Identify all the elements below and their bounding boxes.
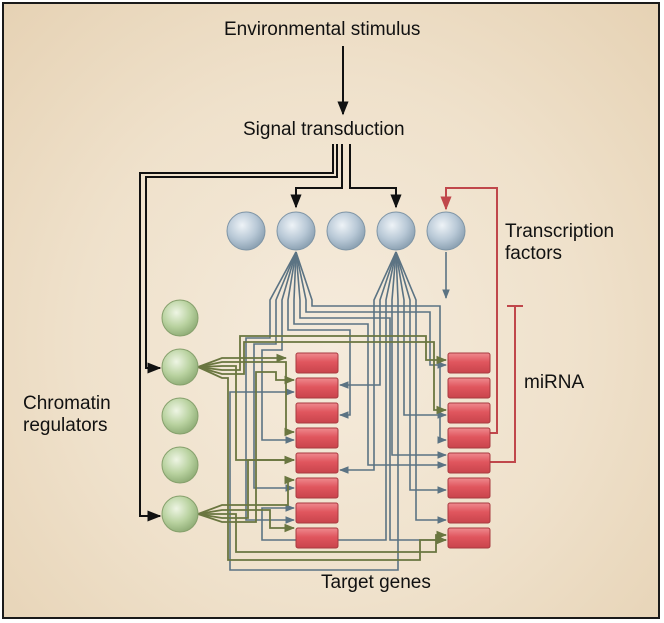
signal-transduction-label: Signal transduction: [243, 119, 405, 140]
chromatin-node-4: [161, 446, 199, 484]
target-gene-boxes: [295, 352, 339, 549]
mirna-feedback: [440, 187, 523, 463]
chromatin-edge: [197, 455, 296, 519]
target-genes-label: Target genes: [321, 572, 431, 593]
chromatin-edge: [197, 475, 296, 515]
target-gene-box: [295, 502, 339, 524]
tf-edge: [245, 251, 297, 524]
tf-edge: [395, 251, 447, 524]
chromatin-edge: [197, 366, 448, 561]
transcription-factors-label-line1: Transcription: [505, 221, 615, 242]
transcription-factor-nodes: [226, 211, 466, 251]
mirna-boxes: [447, 352, 491, 549]
target-gene-box: [295, 352, 339, 374]
chromatin-edge: [197, 509, 296, 533]
tf-edge: [293, 251, 447, 469]
mirna-gene-box: [447, 452, 491, 474]
tf-edge: [295, 251, 447, 444]
target-gene-box: [295, 527, 339, 549]
tf-edge: [229, 251, 399, 571]
signal-arrows: [139, 46, 402, 522]
mirna-gene-box: [447, 352, 491, 374]
target-gene-box: [295, 477, 339, 499]
mirna-label: miRNA: [524, 372, 585, 393]
chromatin-edge: [197, 341, 448, 415]
tf-node-4: [376, 211, 416, 251]
target-gene-box: [295, 377, 339, 399]
target-gene-box: [295, 402, 339, 424]
tf-edge: [261, 251, 297, 444]
mirna-gene-box: [447, 427, 491, 449]
mirna-gene-box: [447, 477, 491, 499]
chromatin-regulator-nodes: [161, 299, 199, 533]
tf-node-2: [276, 211, 316, 251]
mirna-gene-box: [447, 502, 491, 524]
tf-edge: [295, 251, 447, 544]
chromatin-edge: [197, 335, 448, 371]
environmental-stimulus-label: Environmental stimulus: [224, 19, 421, 40]
mirna-gene-box: [447, 377, 491, 399]
tf-edge: [287, 251, 351, 419]
chromatin-regulators-label-line1: Chromatin: [23, 393, 111, 414]
tf-edge: [395, 251, 447, 494]
tf-node-3: [326, 211, 366, 251]
tf-edge: [391, 251, 447, 459]
chromatin-node-2: [161, 348, 199, 386]
tf-edge: [253, 251, 297, 492]
chromatin-node-1: [161, 299, 199, 337]
mirna-gene-box: [447, 527, 491, 549]
chromatin-edges: [197, 335, 448, 561]
target-gene-box: [295, 452, 339, 474]
tf-node-1: [226, 211, 266, 251]
tf-edge: [295, 251, 447, 369]
chromatin-edge: [197, 361, 296, 437]
target-gene-box: [295, 427, 339, 449]
mirna-gene-box: [447, 402, 491, 424]
tf-edge: [395, 251, 447, 419]
chromatin-edge: [197, 371, 296, 523]
chromatin-edge: [197, 353, 288, 368]
transcription-factors-label-line2: factors: [505, 243, 563, 264]
tf-edges: [229, 251, 450, 571]
chromatin-regulators-label-line2: regulators: [23, 415, 108, 436]
tf-node-5: [426, 211, 466, 251]
chromatin-node-3: [161, 397, 199, 435]
chromatin-edge: [198, 513, 448, 553]
chromatin-node-5: [161, 495, 199, 533]
